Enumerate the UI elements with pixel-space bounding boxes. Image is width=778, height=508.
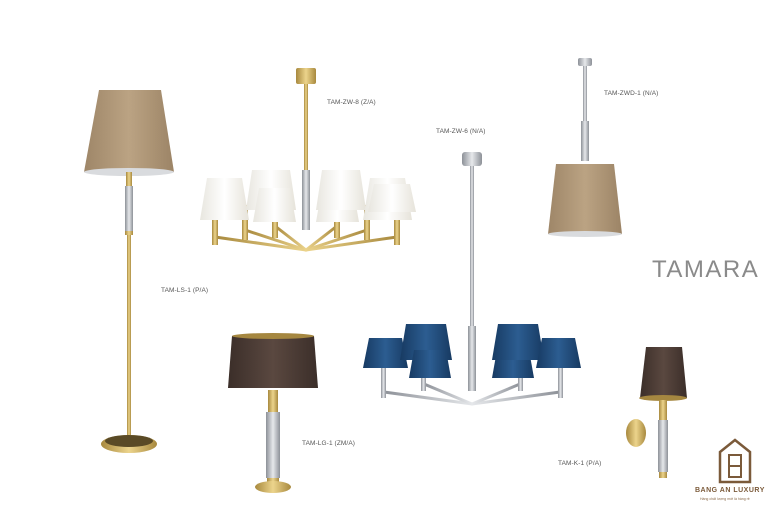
- brand-logo: [718, 438, 752, 484]
- chandelier-blue-label: TAM-ZW-6 (N/A): [436, 128, 486, 135]
- chandelier-blue: [363, 152, 581, 406]
- collection-title: TAMARA: [652, 256, 760, 283]
- pendant-label: TAM-ZWD-1 (N/A): [604, 90, 659, 97]
- table-lamp: [228, 333, 318, 493]
- chandelier-white-label: TAM-ZW-8 (Z/A): [327, 99, 376, 106]
- wall-lamp: [626, 347, 687, 478]
- pendant-lamp: [548, 58, 622, 237]
- floor-lamp-label: TAM-LS-1 (P/A): [161, 287, 209, 294]
- wall-lamp-label: TAM-K-1 (P/A): [558, 460, 602, 467]
- floor-lamp: [84, 90, 174, 453]
- table-lamp-label: TAM-LG-1 (ZM/A): [302, 440, 356, 447]
- brand-tagline: Hàng chất lượng mới là hàng rẻ: [700, 497, 750, 501]
- brand-name: BANG AN LUXURY: [695, 487, 765, 494]
- chandelier-white: [200, 68, 416, 252]
